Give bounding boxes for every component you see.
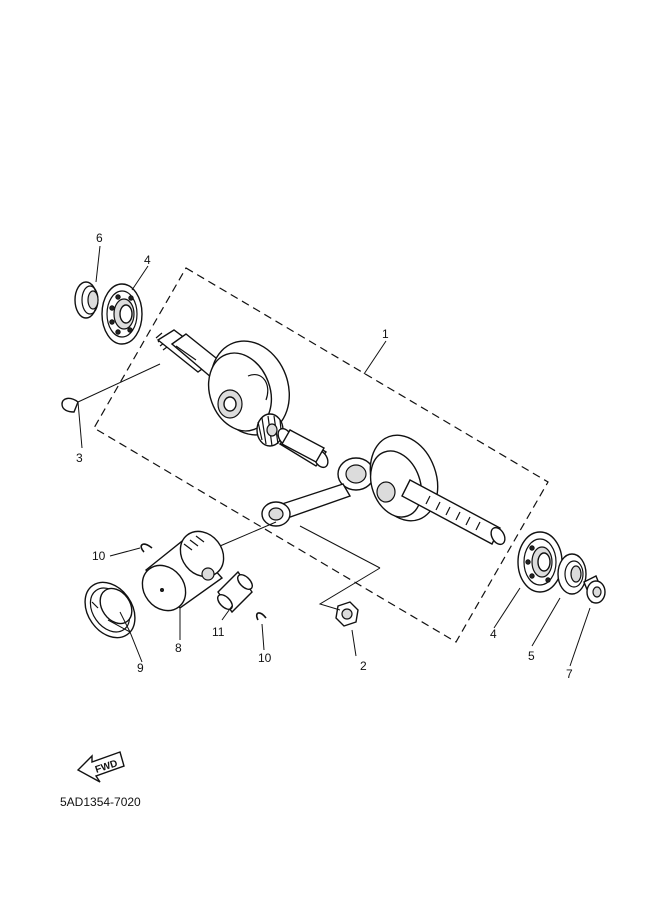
callout-2: 2 <box>360 659 367 673</box>
leader-lines <box>77 245 591 667</box>
callout-1: 1 <box>382 327 389 341</box>
callout-6: 6 <box>96 231 103 245</box>
crank-pin-sleeve <box>281 429 325 463</box>
oil-seal-left <box>74 281 99 319</box>
bearing-right <box>517 531 563 593</box>
circlip-lower <box>255 612 267 621</box>
nut <box>335 601 359 627</box>
piston-rings <box>84 581 136 639</box>
oil-seal-right <box>557 553 587 595</box>
callout-9: 9 <box>137 661 144 675</box>
circlip-upper <box>140 543 153 553</box>
diagram-code: 5AD1354-7020 <box>60 795 141 809</box>
callout-4-right: 4 <box>490 627 497 641</box>
callout-10-lower: 10 <box>258 651 272 665</box>
callout-4-left: 4 <box>144 253 151 267</box>
callout-10-upper: 10 <box>92 549 106 563</box>
callout-7: 7 <box>566 667 573 681</box>
needle-bearing <box>256 413 284 447</box>
callout-11: 11 <box>212 625 225 639</box>
piston <box>141 530 225 612</box>
collar <box>583 575 606 604</box>
crankshaft-right-half <box>369 434 506 546</box>
bearing-left <box>101 283 143 345</box>
callout-8: 8 <box>175 641 182 655</box>
callout-5: 5 <box>528 649 535 663</box>
woodruff-key <box>61 397 79 413</box>
callout-3: 3 <box>76 451 83 465</box>
fwd-arrow-icon: FWD <box>76 751 125 783</box>
crankshaft-assembly-boundary <box>93 267 549 643</box>
connecting-rod <box>261 457 375 527</box>
crankshaft-left-half <box>155 329 291 436</box>
piston-pin <box>217 570 253 614</box>
